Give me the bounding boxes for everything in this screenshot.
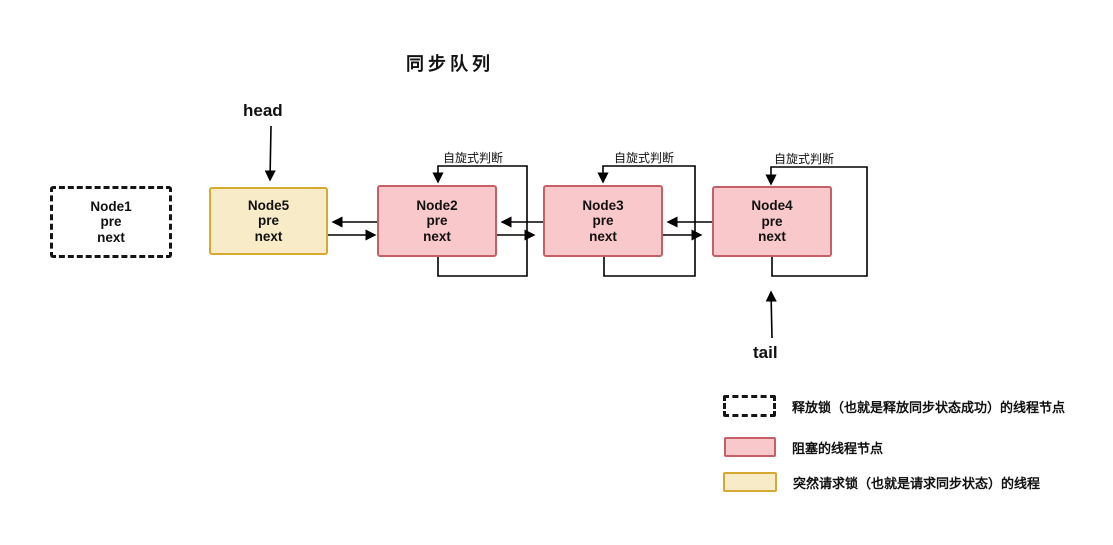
tail-arrow	[765, 290, 777, 339]
node-field-next: next	[97, 229, 125, 245]
head-pointer-label: head	[243, 101, 283, 120]
node-field-pre: pre	[100, 214, 122, 230]
node-name: Node4	[751, 198, 793, 214]
node-field-pre: pre	[257, 213, 279, 229]
node-box-node1: Node1 pre next	[50, 186, 172, 258]
legend-swatch-pink-box	[724, 437, 776, 457]
legend-label: 释放锁（也就是释放同步状态成功）的线程节点	[792, 399, 1066, 415]
legend-label: 阻塞的线程节点	[792, 440, 884, 456]
node-name: Node5	[247, 197, 290, 213]
legend-swatch-yellow-box	[723, 472, 777, 492]
head-arrow	[264, 125, 276, 182]
node-field-pre: pre	[761, 213, 783, 229]
node-box-node5: Node5 pre next	[209, 187, 328, 255]
legend-item-blocked: 阻塞的线程节点	[724, 437, 883, 457]
node-name: Node2	[416, 197, 458, 213]
node-field-pre: pre	[426, 213, 448, 229]
node-box-node2: Node2 pre next	[377, 185, 497, 257]
node-box-node4: Node4 pre next	[712, 186, 832, 257]
legend-label: 突然请求锁（也就是请求同步状态）的线程	[793, 475, 1041, 491]
node-field-next: next	[254, 228, 283, 244]
legend-item-requesting: 突然请求锁（也就是请求同步状态）的线程	[723, 472, 1040, 492]
node-name: Node3	[582, 197, 624, 213]
node-field-next: next	[758, 229, 786, 245]
node-field-next: next	[423, 228, 451, 244]
node-box-node3: Node3 pre next	[543, 185, 663, 257]
spin-label-node4: 自旋式判断	[774, 152, 835, 166]
diagram-title: 同步队列	[406, 54, 494, 74]
node-field-next: next	[589, 228, 617, 244]
tail-pointer-label: tail	[753, 343, 778, 362]
legend-swatch-dashed-box	[723, 395, 776, 417]
node-name: Node1	[90, 198, 132, 214]
node-field-pre: pre	[592, 213, 614, 229]
spin-label-node3: 自旋式判断	[614, 151, 675, 165]
spin-label-node2: 自旋式判断	[443, 151, 504, 165]
legend-item-released: 释放锁（也就是释放同步状态成功）的线程节点	[723, 395, 1065, 417]
